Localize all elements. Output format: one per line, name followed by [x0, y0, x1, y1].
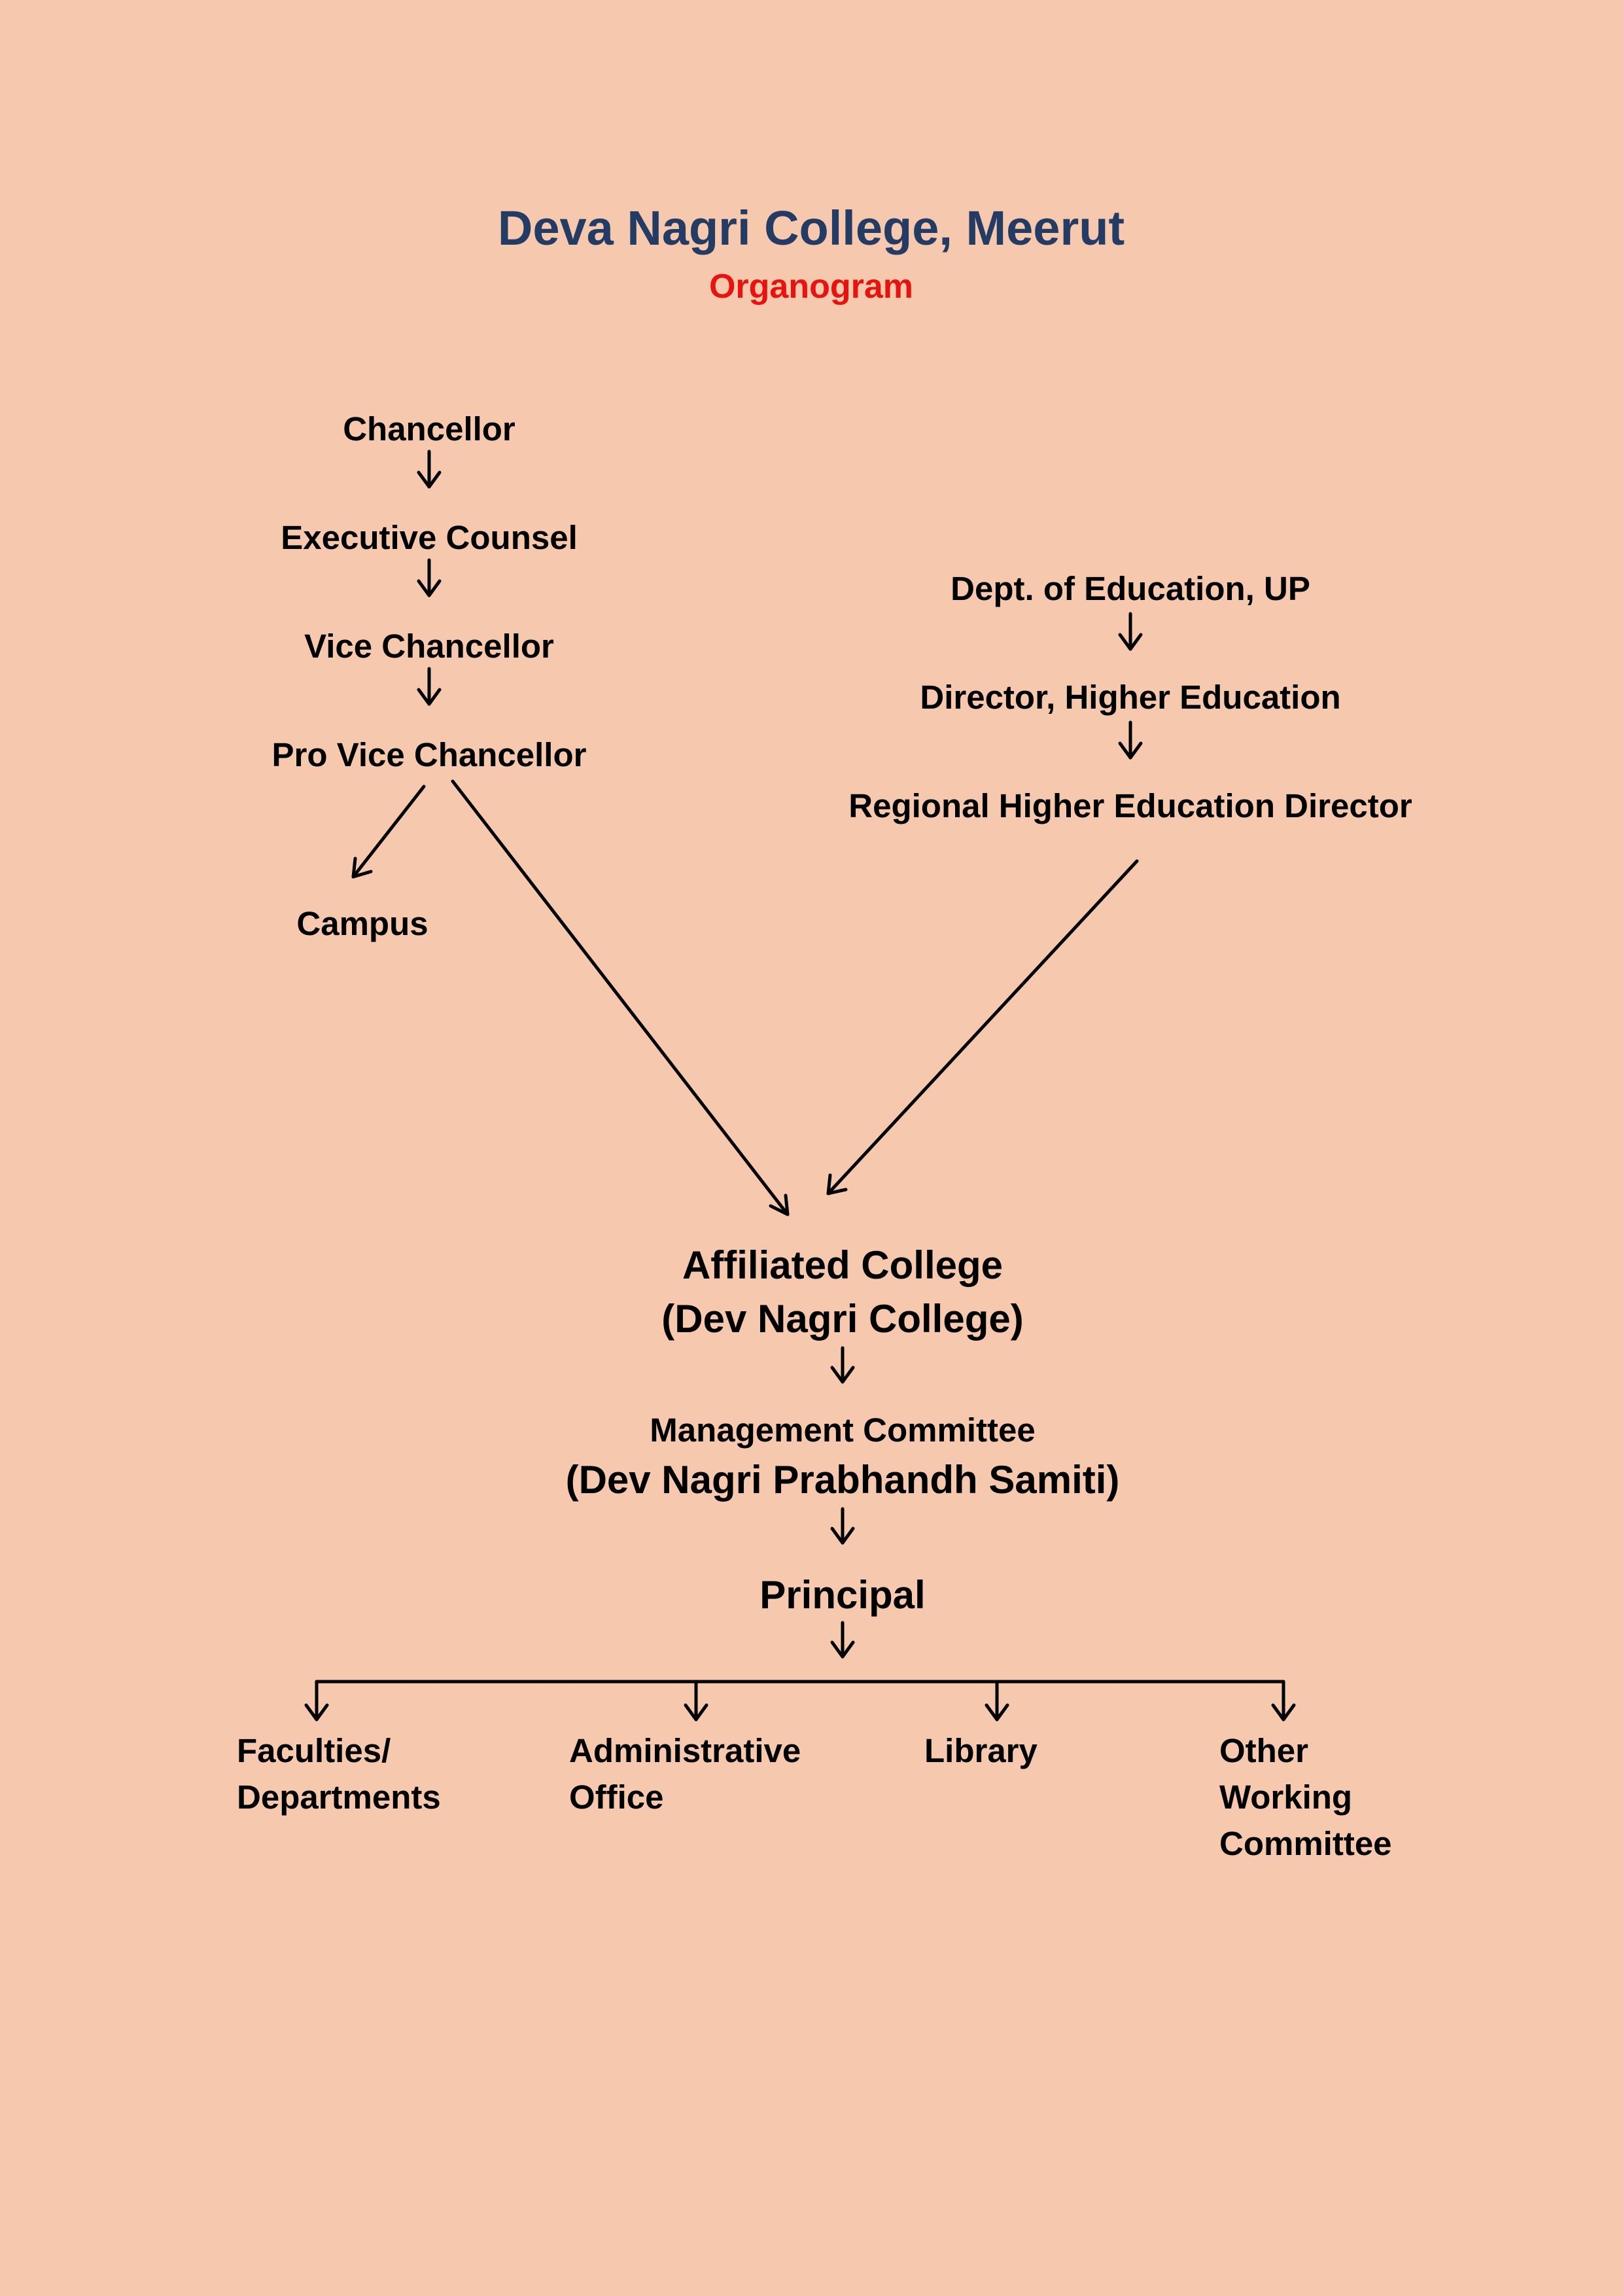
node-affiliated-college: Affiliated College [682, 1243, 1003, 1287]
node-pro-vice-chancellor: Pro Vice Chancellor [271, 736, 587, 773]
arrow-regional-to-affiliated-college [826, 859, 1139, 1195]
node-faculties-departments: Faculties/ Departments [237, 1727, 441, 1820]
node-administrative-office: Administrative Office [569, 1727, 801, 1820]
node-affiliated-college-name: (Dev Nagri College) [661, 1297, 1024, 1341]
faculties-line2: Departments [237, 1778, 441, 1816]
node-library: Library [924, 1727, 1038, 1774]
arrow-principal-to-units [830, 1621, 855, 1659]
node-campus: Campus [296, 905, 428, 942]
other-line2: Working [1219, 1778, 1353, 1816]
node-regional-director: Regional Higher Education Director [848, 787, 1412, 824]
node-chancellor: Chancellor [343, 410, 515, 448]
admin-line1: Administrative [569, 1732, 801, 1769]
arrow-to-other-committee [1271, 1680, 1296, 1722]
node-other-working-committee: Other Working Committee [1219, 1727, 1392, 1867]
arrow-to-faculties [304, 1680, 329, 1722]
page-title: Deva Nagri College, Meerut [497, 201, 1125, 255]
arrow-pro-vice-to-affiliated-college [451, 779, 790, 1216]
library-line1: Library [924, 1732, 1038, 1769]
node-director-higher-education: Director, Higher Education [920, 679, 1341, 716]
arrow-dept-to-director [1118, 612, 1143, 651]
admin-line2: Office [569, 1778, 664, 1816]
arrow-affiliated-to-management [830, 1346, 855, 1384]
node-principal: Principal [759, 1573, 926, 1617]
arrow-management-to-principal [830, 1507, 855, 1545]
arrow-executive-to-vice [417, 558, 442, 597]
other-line3: Committee [1219, 1825, 1392, 1862]
faculties-line1: Faculties/ [237, 1732, 391, 1769]
arrow-to-library [985, 1680, 1009, 1722]
arrow-chancellor-to-executive [417, 450, 442, 489]
node-dept-education: Dept. of Education, UP [951, 570, 1310, 607]
node-management-committee-name: (Dev Nagri Prabhandh Samiti) [565, 1458, 1120, 1502]
node-executive-counsel: Executive Counsel [281, 519, 578, 556]
other-line1: Other [1219, 1732, 1309, 1769]
arrow-director-to-regional [1118, 720, 1143, 760]
node-vice-chancellor: Vice Chancellor [304, 627, 554, 665]
arrow-to-administrative-office [684, 1680, 708, 1722]
page-subtitle: Organogram [708, 268, 914, 306]
arrow-pro-vice-to-campus [351, 785, 426, 879]
node-management-committee: Management Committee [650, 1411, 1036, 1449]
arrow-vice-to-pro-vice [417, 667, 442, 706]
